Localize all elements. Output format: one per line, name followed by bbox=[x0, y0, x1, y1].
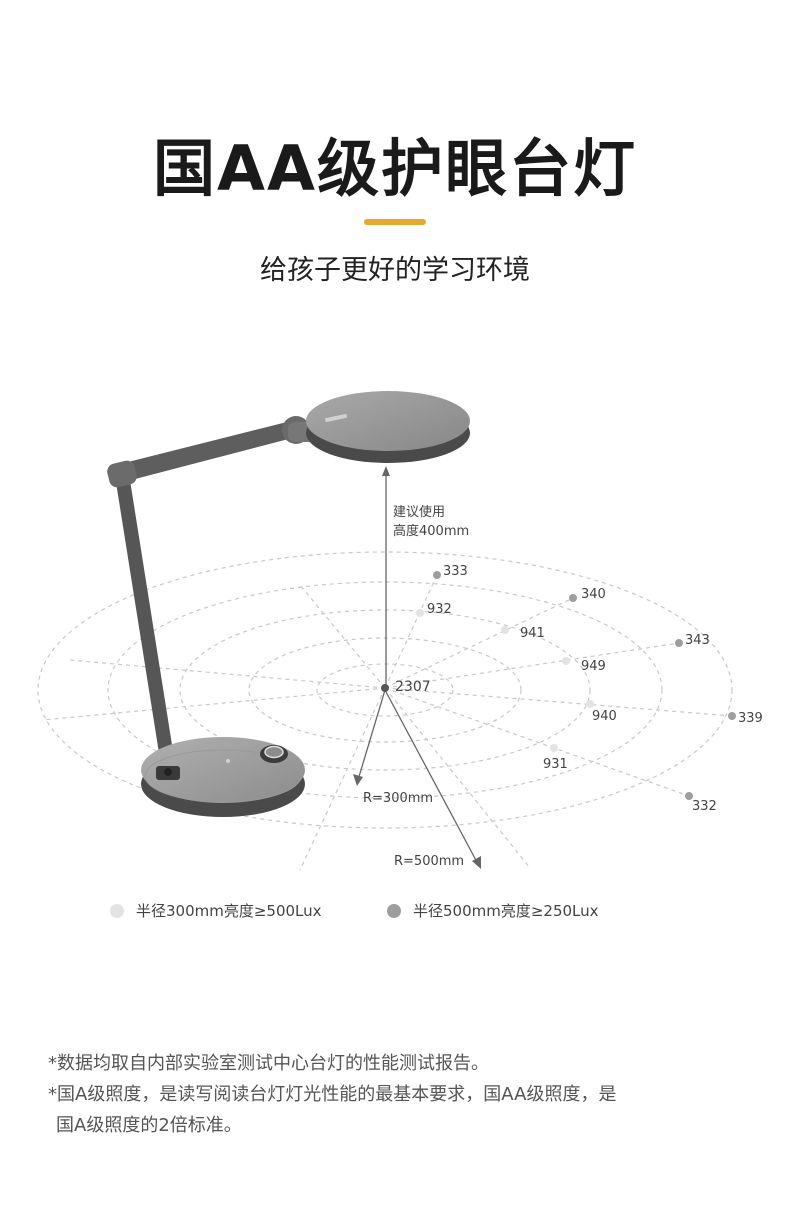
legend-item-300: 半径300mm亮度≥500Lux bbox=[110, 900, 322, 921]
outer-point-1: 333 bbox=[443, 564, 468, 579]
page-subtitle: 给孩子更好的学习环境 bbox=[260, 255, 530, 286]
ring-1 bbox=[316, 663, 454, 717]
outer-point-2: 340 bbox=[581, 587, 606, 602]
radius-arrows bbox=[353, 689, 481, 869]
height-label-line2: 高度400mm bbox=[393, 523, 469, 539]
inner-points bbox=[416, 609, 594, 752]
ring-5 bbox=[37, 551, 733, 829]
ring-4 bbox=[107, 581, 663, 799]
legend-dot-dark bbox=[387, 903, 401, 918]
footnote-3: 国A级照度的2倍标准。 bbox=[56, 1115, 242, 1136]
lamp-base-shadow bbox=[144, 749, 302, 803]
light-rings bbox=[37, 551, 733, 829]
legend-label-500: 半径500mm亮度≥250Lux bbox=[413, 902, 599, 920]
radial-lines bbox=[41, 574, 733, 871]
inner-point-1: 932 bbox=[427, 602, 452, 617]
legend-item-500: 半径500mm亮度≥250Lux bbox=[387, 900, 599, 921]
inner-point-5: 931 bbox=[543, 757, 568, 772]
footnote-1: *数据均取自内部实验室测试中心台灯的性能测试报告。 bbox=[48, 1053, 489, 1074]
lamp-head bbox=[306, 391, 470, 451]
page-title: 国AA级护眼台灯 bbox=[153, 132, 637, 205]
inner-point-4: 940 bbox=[592, 709, 617, 724]
legend-dot-light bbox=[110, 903, 124, 918]
desk-lamp bbox=[107, 391, 470, 817]
outer-point-3: 343 bbox=[685, 633, 710, 648]
center-point bbox=[381, 684, 389, 692]
height-label-line1: 建议使用 bbox=[393, 504, 445, 520]
footnote-2: *国A级照度，是读写阅读台灯灯光性能的最基本要求，国AA级照度，是 bbox=[48, 1084, 617, 1105]
radius-300-label: R=300mm bbox=[363, 791, 433, 806]
ring-3 bbox=[179, 609, 591, 771]
inner-point-2: 941 bbox=[520, 626, 545, 641]
footnotes: *数据均取自内部实验室测试中心台灯的性能测试报告。 *国A级照度，是读写阅读台灯… bbox=[48, 1048, 748, 1141]
outer-point-4: 339 bbox=[738, 711, 763, 726]
radius-500-label: R=500mm bbox=[394, 854, 464, 869]
accent-divider bbox=[364, 219, 426, 225]
outer-point-5: 332 bbox=[692, 799, 717, 814]
lamp-arm bbox=[112, 420, 300, 483]
center-value: 2307 bbox=[395, 679, 431, 695]
lamp-pole bbox=[115, 474, 176, 772]
inner-point-3: 949 bbox=[581, 659, 606, 674]
ring-2 bbox=[248, 637, 522, 743]
outer-points bbox=[433, 571, 736, 800]
height-arrow bbox=[382, 466, 390, 686]
legend-label-300: 半径300mm亮度≥500Lux bbox=[136, 902, 322, 920]
